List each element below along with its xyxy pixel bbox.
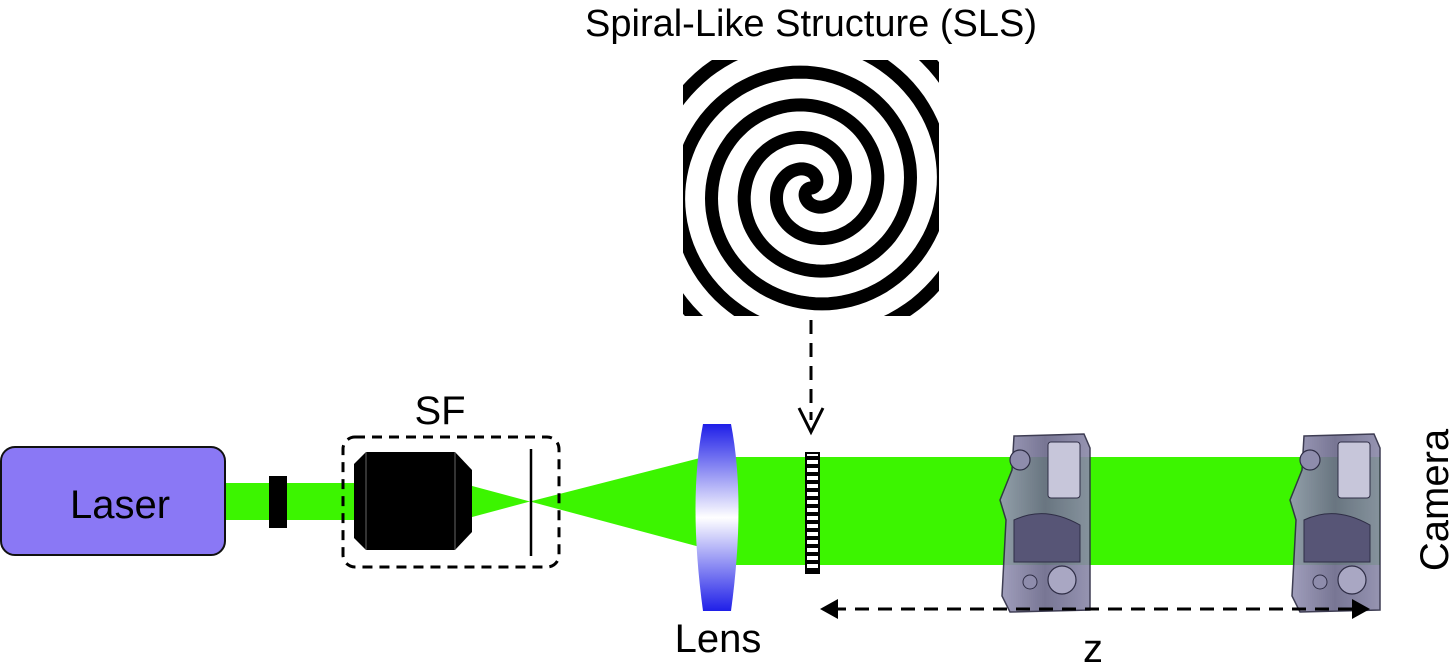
distance-z-arrow: z <box>820 599 1370 663</box>
camera-top-display <box>1047 441 1081 499</box>
mode-dial <box>1009 449 1031 471</box>
camera-button <box>1312 574 1328 590</box>
spatial-filter-label: SF <box>414 389 465 433</box>
camera-grip <box>1303 513 1371 563</box>
control-dial <box>1337 565 1367 595</box>
grating-stripe <box>806 464 819 468</box>
beam-segment-collimated-input <box>226 483 359 520</box>
grating-stripe <box>806 488 819 492</box>
sls-grating <box>805 452 820 574</box>
spiral-arm <box>683 60 939 316</box>
shutter-block <box>269 476 287 528</box>
laser-label: Laser <box>70 483 170 527</box>
spiral-arm <box>683 60 939 316</box>
grating-stripe <box>806 544 819 548</box>
beam-cone-expanding <box>530 458 700 547</box>
laser-source: Laser <box>0 446 226 556</box>
grating-stripe <box>806 496 819 500</box>
camera-button <box>1022 574 1038 590</box>
beam-cone-focusing <box>461 483 530 520</box>
microscope-objective <box>354 452 472 550</box>
lens: Lens <box>675 424 762 661</box>
control-dial <box>1047 565 1077 595</box>
sls-insertion-arrow <box>797 320 825 436</box>
grating-stripe <box>806 504 819 508</box>
grating-stripe <box>806 472 819 476</box>
grating-stripe <box>806 520 819 524</box>
camera-top-display <box>1337 441 1371 499</box>
lens-label: Lens <box>675 617 762 661</box>
laser-box <box>0 446 226 556</box>
lens-element <box>695 424 739 611</box>
spiral-pattern-image <box>683 60 939 316</box>
grating-stripe <box>806 552 819 556</box>
sls-title: Spiral-Like Structure (SLS) <box>585 3 1037 45</box>
grating-stripe <box>806 528 819 532</box>
camera-far-position <box>1289 433 1381 613</box>
spatial-filter-dashed-box <box>341 435 561 569</box>
mode-dial <box>1299 449 1321 471</box>
distance-z-label: z <box>1083 627 1103 663</box>
grating-stripe <box>806 480 819 484</box>
camera-near-position <box>999 433 1091 613</box>
grating-stripe <box>806 568 819 572</box>
grating-stripe <box>806 560 819 564</box>
spatial-filter: SF <box>341 389 561 569</box>
camera-label: Camera <box>1413 428 1450 571</box>
grating-stripe <box>806 512 819 516</box>
grating-stripe <box>806 456 819 460</box>
grating-stripe <box>806 536 819 540</box>
camera-grip <box>1013 513 1081 563</box>
